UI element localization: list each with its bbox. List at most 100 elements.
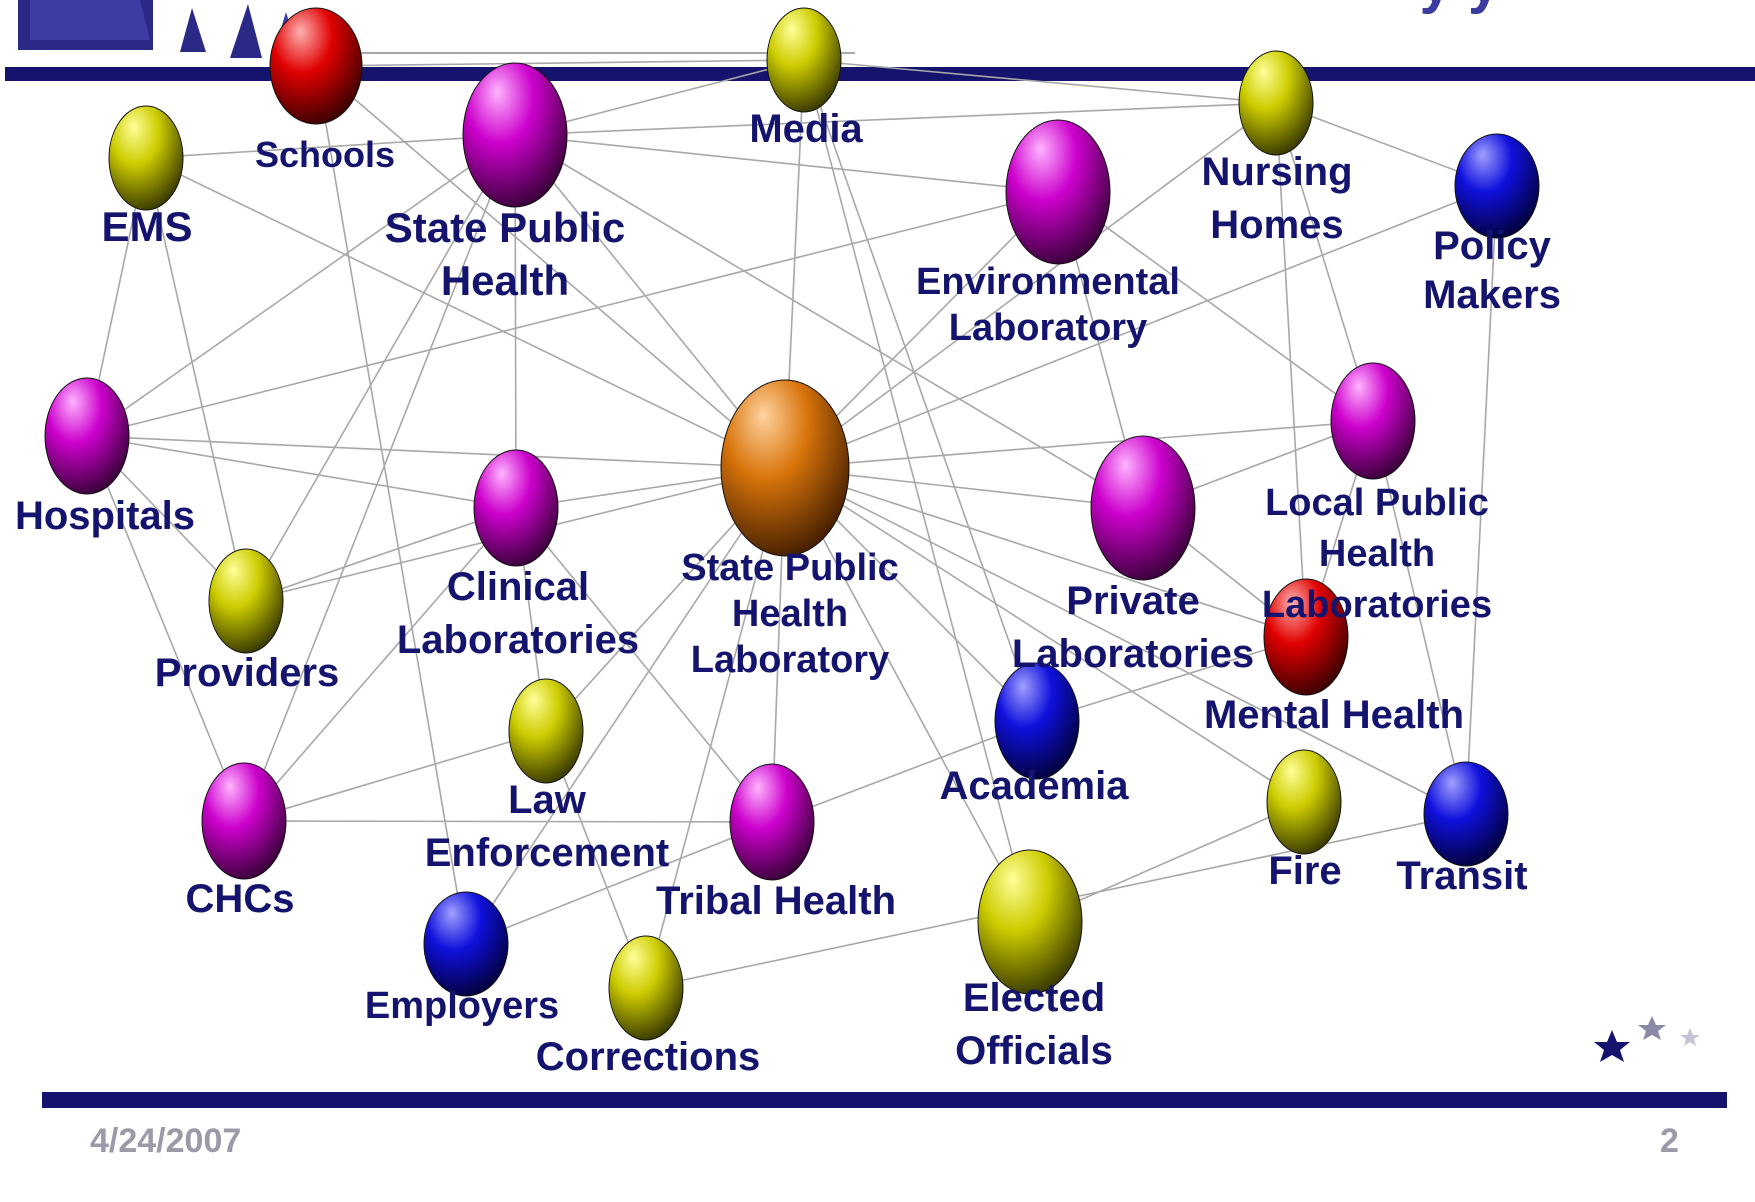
edge-schools-media: [315, 59, 805, 67]
edge-lphl-transit: [1372, 420, 1467, 815]
edge-clinical-providers: [245, 507, 517, 602]
node-ball-clinical: [473, 449, 559, 567]
edge-media-academia: [803, 59, 1038, 722]
node-chcs: [201, 762, 287, 880]
node-sphl: [720, 379, 850, 557]
node-ball-transit: [1423, 761, 1509, 867]
node-law: [508, 678, 584, 784]
edge-sphl-elected: [784, 467, 1031, 923]
node-ball-policy: [1454, 133, 1540, 239]
edge-schools-employers: [315, 65, 467, 945]
node-ball-media: [766, 7, 842, 113]
node-corrections: [608, 935, 684, 1041]
edge-envlab-hospitals: [86, 191, 1059, 437]
node-label-employers: Employers: [365, 985, 559, 1027]
node-label-schools: Schools: [255, 134, 395, 175]
node-mental: [1263, 578, 1349, 696]
node-ball-nursing: [1238, 50, 1314, 156]
edge-ems-sph: [145, 134, 516, 159]
node-ball-hospitals: [44, 377, 130, 495]
node-ball-lphl: [1330, 362, 1416, 480]
edge-sph-nursing: [514, 102, 1277, 136]
node-ball-tribal: [729, 763, 815, 881]
node-ball-sph: [462, 62, 568, 208]
logo-fragment: [18, 0, 300, 58]
edge-ems-providers: [145, 157, 247, 602]
edge-sph-envlab: [514, 134, 1059, 193]
edge-chcs-law: [243, 730, 547, 822]
node-nursing: [1238, 50, 1314, 156]
footer-page-number: 2: [1660, 1122, 1679, 1160]
edge-envlab-lphl: [1057, 191, 1374, 422]
star-logo-icon: [1594, 1016, 1700, 1062]
node-transit: [1423, 761, 1509, 867]
node-ball-law: [508, 678, 584, 784]
node-envlab: [1005, 119, 1111, 265]
edge-sph-providers: [245, 134, 516, 602]
node-schools: [269, 7, 363, 125]
node-ball-academia: [994, 662, 1080, 780]
top-bar-thin: [315, 52, 855, 54]
edge-sphl-hospitals: [86, 435, 786, 469]
edge-chcs-tribal: [243, 820, 773, 823]
edge-tribal-academia: [771, 720, 1038, 823]
edge-sphl-schools: [315, 65, 786, 469]
edge-sphl-employers: [465, 467, 786, 945]
node-providers: [208, 548, 284, 654]
node-clinical: [473, 449, 559, 567]
node-tribal: [729, 763, 815, 881]
edge-policy-transit: [1465, 185, 1498, 815]
node-ems: [108, 105, 184, 211]
edge-sphl-fire: [784, 467, 1305, 803]
edge-sph-hospitals: [86, 134, 516, 437]
node-ball-mental: [1263, 578, 1349, 696]
node-label-mental: Mental Health: [1204, 693, 1464, 737]
edge-hospitals-clinical: [86, 435, 517, 509]
edge-nursing-mental: [1275, 102, 1307, 638]
edge-sphl-mental: [784, 467, 1307, 638]
node-ball-envlab: [1005, 119, 1111, 265]
node-ball-sphl: [720, 379, 850, 557]
node-ball-corrections: [608, 935, 684, 1041]
edge-clinical-tribal: [515, 507, 773, 823]
node-ball-ems: [108, 105, 184, 211]
edge-academia-mental: [1036, 636, 1307, 722]
node-label-corrections: Corrections: [536, 1035, 761, 1079]
edge-sphl-lphl: [784, 420, 1374, 469]
node-label-providers: Providers: [155, 651, 340, 695]
edge-sph-private: [514, 134, 1144, 509]
node-academia: [994, 662, 1080, 780]
node-elected: [977, 849, 1083, 995]
node-label-media: Media: [749, 107, 863, 151]
edge-tribal-employers: [465, 821, 773, 945]
edge-sphl-nursing: [784, 102, 1277, 469]
node-ball-employers: [423, 891, 509, 997]
node-ball-elected: [977, 849, 1083, 995]
node-media: [766, 7, 842, 113]
node-label-hospitals: Hospitals: [15, 494, 195, 538]
edge-hospitals-chcs: [86, 435, 245, 822]
node-label-chcs: CHCs: [186, 877, 295, 921]
node-ball-providers: [208, 548, 284, 654]
edge-sphl-policy: [784, 185, 1498, 469]
node-hospitals: [44, 377, 130, 495]
edge-sphl-transit: [784, 467, 1467, 815]
edge-sph-chcs: [243, 134, 516, 822]
node-label-tribal: Tribal Health: [656, 879, 896, 923]
bottom-bar: [42, 1092, 1727, 1108]
node-label-ems: EMS: [101, 203, 192, 250]
title-fragment: y y: [1420, 0, 1501, 15]
node-ball-private: [1090, 435, 1196, 581]
node-policy: [1454, 133, 1540, 239]
